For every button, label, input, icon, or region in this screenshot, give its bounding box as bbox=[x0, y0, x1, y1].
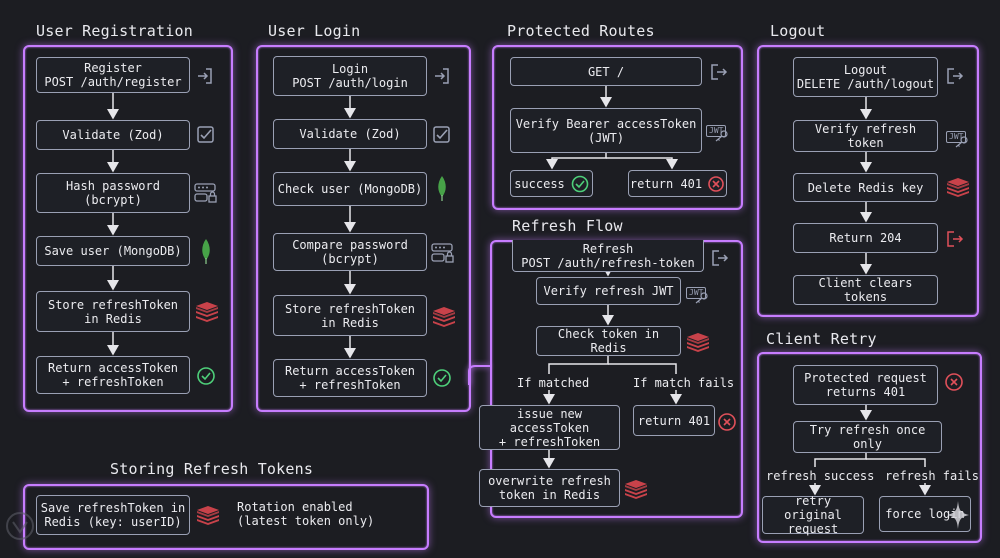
reg-return-box: Return accessToken + refreshToken bbox=[36, 356, 190, 394]
redis-icon bbox=[625, 480, 647, 499]
logout-arrow-icon bbox=[947, 68, 964, 84]
key-icon bbox=[695, 292, 708, 304]
key-icon bbox=[715, 130, 728, 142]
title-registration: User Registration bbox=[36, 22, 193, 40]
retry-original-box: retry original request bbox=[762, 494, 864, 536]
logout-arrow-icon bbox=[711, 64, 728, 80]
jwt-key-icon: JWT bbox=[706, 118, 730, 142]
logout-arrow-icon bbox=[712, 250, 729, 266]
password-lock-icon bbox=[194, 183, 217, 203]
mongodb-leaf-icon bbox=[438, 176, 446, 201]
logout-client-box: Client clears tokens bbox=[793, 275, 938, 305]
reg-validate-box: Validate (Zod) bbox=[36, 120, 190, 150]
panel-registration bbox=[23, 45, 233, 412]
logout-verify-box: Verify refresh token bbox=[793, 120, 938, 152]
login-return-box: Return accessToken + refreshToken bbox=[273, 359, 427, 397]
storing-rotation-label: Rotation enabled (latest token only) bbox=[237, 500, 375, 528]
panel-protected bbox=[492, 45, 743, 210]
refresh-overwrite-box: overwrite refresh token in Redis bbox=[479, 469, 620, 507]
reg-hash-box: Hash password (bcrypt) bbox=[36, 173, 190, 213]
check-circle-icon bbox=[433, 369, 451, 387]
error-circle-icon bbox=[718, 413, 736, 431]
error-circle-icon bbox=[945, 373, 963, 391]
jwt-key-icon: JWT bbox=[946, 124, 970, 148]
logout-delete-box: Delete Redis key bbox=[793, 173, 938, 202]
refresh-check-box: Check token in Redis bbox=[536, 326, 681, 356]
retry-success-label: refresh success bbox=[766, 469, 875, 483]
refresh-verify-box: Verify refresh JWT bbox=[536, 277, 681, 305]
login-store-token-box: Store refreshToken in Redis bbox=[273, 295, 427, 336]
retry-try-box: Try refresh once only bbox=[793, 421, 942, 453]
checkbox-icon bbox=[197, 126, 214, 143]
refresh-matched-label: If matched bbox=[517, 376, 590, 390]
storing-save-box: Save refreshToken in Redis (key: userID) bbox=[36, 495, 190, 535]
login-compare-box: Compare password (bcrypt) bbox=[273, 233, 427, 271]
login-login-box: Login POST /auth/login bbox=[273, 56, 427, 96]
title-storing: Storing Refresh Tokens bbox=[110, 460, 314, 478]
exit-arrow-icon bbox=[947, 231, 964, 247]
checkbox-icon bbox=[433, 126, 450, 143]
logout-box: Logout DELETE /auth/logout bbox=[793, 57, 938, 97]
refresh-fails-label: If match fails bbox=[633, 376, 735, 390]
login-check-user-box: Check user (MongoDB) bbox=[273, 172, 427, 206]
panel-storing bbox=[23, 484, 429, 550]
prot-fail-label: return 401 bbox=[629, 176, 703, 191]
redis-icon bbox=[947, 178, 969, 197]
title-retry: Client Retry bbox=[766, 330, 877, 348]
check-circle-icon bbox=[571, 175, 589, 192]
login-arrow-icon bbox=[198, 68, 212, 84]
reg-register-box: Register POST /auth/register bbox=[36, 57, 190, 93]
prot-get-box: GET / bbox=[510, 57, 702, 86]
redis-icon bbox=[433, 307, 455, 327]
title-login: User Login bbox=[268, 22, 361, 40]
title-protected: Protected Routes bbox=[507, 22, 655, 40]
prot-success-label: success bbox=[514, 176, 565, 191]
reg-store-token-box: Store refreshToken in Redis bbox=[36, 291, 190, 332]
mongodb-leaf-icon bbox=[202, 239, 210, 264]
prot-success-box: success bbox=[510, 170, 593, 197]
title-refresh: Refresh Flow bbox=[512, 217, 623, 235]
retry-401-box: Protected request returns 401 bbox=[793, 365, 938, 405]
jwt-key-icon: JWT bbox=[686, 280, 710, 304]
prot-fail-box: return 401 bbox=[628, 170, 727, 197]
check-circle-icon bbox=[197, 367, 215, 385]
retry-fails-label: refresh fails bbox=[885, 469, 979, 483]
reg-save-user-box: Save user (MongoDB) bbox=[36, 236, 190, 266]
sparkle-icon bbox=[947, 501, 969, 529]
login-validate-box: Validate (Zod) bbox=[273, 119, 427, 149]
logout-return-box: Return 204 bbox=[793, 223, 938, 253]
panel-login bbox=[256, 45, 471, 412]
title-logout: Logout bbox=[770, 22, 826, 40]
refresh-401-box: return 401 bbox=[633, 405, 715, 436]
refresh-issue-box: issue new accessToken + refreshToken bbox=[479, 405, 620, 450]
logo-icon bbox=[6, 512, 34, 540]
error-circle-icon bbox=[708, 175, 724, 192]
redis-icon bbox=[197, 506, 219, 525]
redis-icon bbox=[196, 302, 218, 322]
login-arrow-icon bbox=[435, 68, 449, 84]
key-icon bbox=[955, 136, 968, 148]
prot-verify-box: Verify Bearer accessToken (JWT) bbox=[510, 108, 702, 153]
refresh-post-box: Refresh POST /auth/refresh-token bbox=[512, 240, 704, 272]
password-lock-icon bbox=[431, 243, 454, 263]
redis-icon bbox=[687, 333, 709, 352]
panel-logout bbox=[757, 45, 979, 317]
panel-retry bbox=[757, 352, 982, 543]
